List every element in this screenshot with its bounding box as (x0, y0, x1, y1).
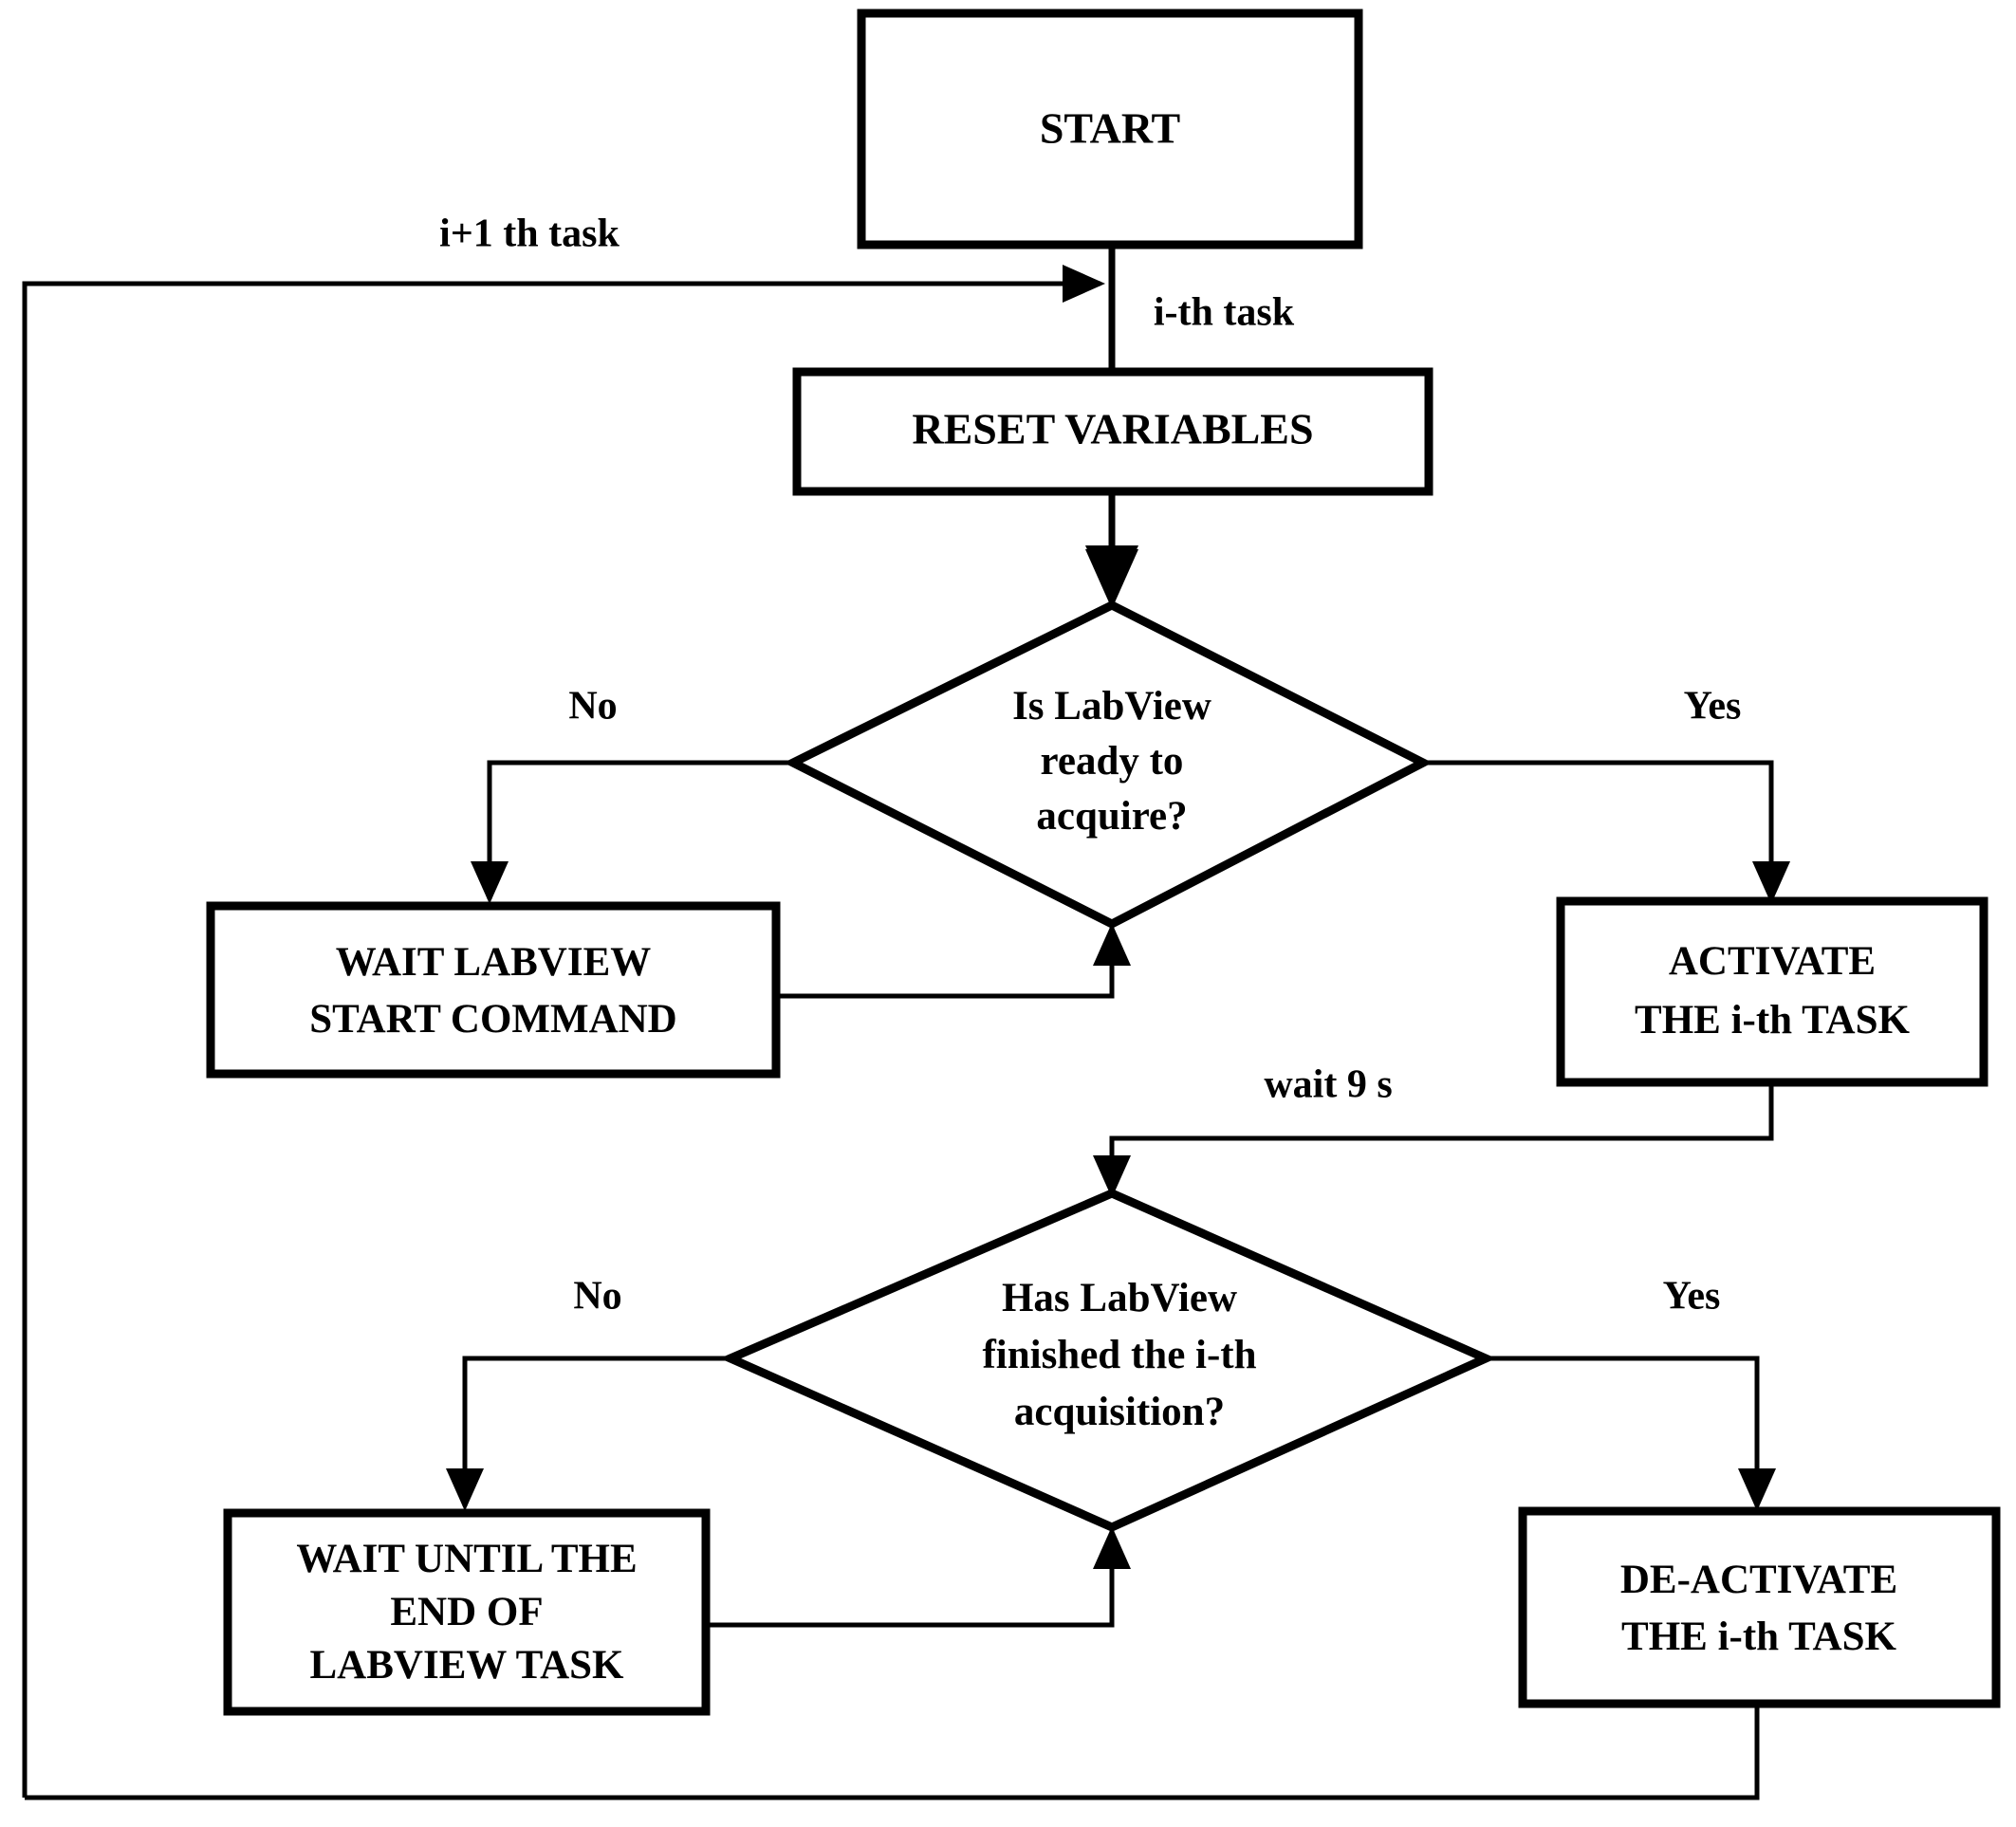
connector-decision2-no (446, 1356, 731, 1511)
node-start[interactable] (857, 9, 1363, 249)
edge-label-wait-nine-seconds: wait 9 s (1264, 1063, 1392, 1107)
node-wait-until-end-labview-task[interactable] (223, 1508, 711, 1716)
node-reset-variables[interactable] (792, 367, 1433, 496)
edge-label-decision2-yes: Yes (1663, 1275, 1721, 1319)
node-wait-labview-start-command-line2: START COMMAND (309, 997, 676, 1042)
node-deactivate-task-line2: THE i-th TASK (1621, 1615, 1896, 1659)
edge-label-decision1-yes: Yes (1684, 685, 1742, 729)
connector-deactivate-to-bottom-rail (25, 1704, 1760, 1800)
connector-wait-start-command-loop (777, 923, 1131, 999)
node-decision-acquisition-finished-line3: acquisition? (1014, 1390, 1225, 1434)
node-decision-labview-ready-line3: acquire? (1036, 794, 1187, 839)
node-decision-labview-ready[interactable] (783, 600, 1433, 930)
node-decision-labview-ready-line2: ready to (1041, 739, 1184, 784)
node-activate-task-line2: THE i-th TASK (1635, 998, 1910, 1043)
connector-decision1-yes (1423, 760, 1790, 904)
node-wait-labview-start-command-line1: WAIT LABVIEW (336, 940, 652, 985)
edge-label-current-task: i-th task (1154, 291, 1295, 335)
connector-wait-until-end-loop (706, 1526, 1131, 1628)
edge-label-decision1-no: No (568, 685, 617, 729)
node-activate-task-line1: ACTIVATE (1669, 939, 1876, 984)
node-wait-labview-start-command[interactable] (206, 901, 781, 1079)
node-decision-acquisition-finished[interactable] (719, 1189, 1497, 1532)
node-deactivate-task-line1: DE-ACTIVATE (1620, 1558, 1897, 1602)
node-activate-task[interactable] (1556, 896, 1988, 1087)
node-wait-until-end-labview-task-line1: WAIT UNTIL THE (296, 1537, 637, 1581)
connector-next-task-loop (22, 265, 1105, 1798)
node-decision-acquisition-finished-line2: finished the i-th (982, 1333, 1256, 1377)
node-decision-labview-ready-line1: Is LabView (1012, 684, 1211, 729)
node-wait-until-end-labview-task-line2: END OF (390, 1590, 543, 1634)
node-start-label: START (1040, 104, 1180, 153)
edge-label-decision2-no: No (573, 1275, 621, 1319)
node-wait-until-end-labview-task-line3: LABVIEW TASK (310, 1643, 625, 1688)
node-decision-acquisition-finished-line1: Has LabView (1002, 1276, 1237, 1320)
connector-activate-to-decision2 (1093, 1082, 1774, 1198)
connector-decision2-yes (1486, 1356, 1776, 1511)
node-deactivate-task[interactable] (1518, 1506, 2001, 1708)
connector-decision1-no (471, 760, 793, 904)
node-reset-variables-label: RESET VARIABLES (912, 405, 1313, 453)
edge-label-next-task: i+1 th task (439, 212, 620, 256)
